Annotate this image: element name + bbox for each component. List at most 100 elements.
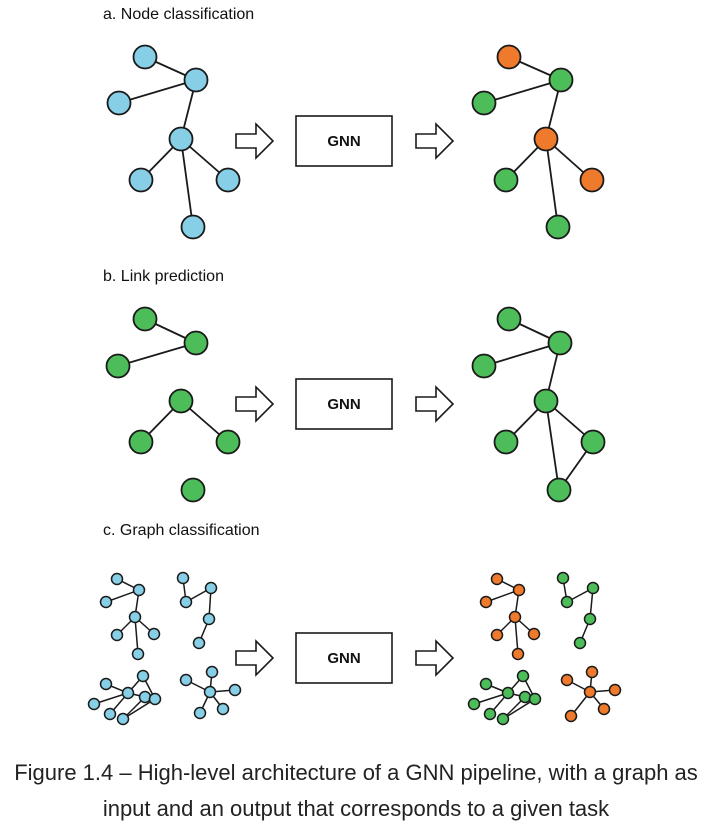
node <box>148 692 162 706</box>
node <box>228 683 242 697</box>
node <box>583 612 597 626</box>
arrow-right-icon <box>235 385 275 423</box>
node <box>518 690 532 704</box>
node <box>136 669 150 683</box>
gnn-label: GNN <box>327 396 360 413</box>
node <box>490 572 504 586</box>
node <box>87 697 101 711</box>
node <box>138 690 152 704</box>
figure-caption: Figure 1.4 – High-level architecture of … <box>0 755 712 827</box>
node <box>204 581 218 595</box>
input-graphs-c <box>87 571 242 726</box>
gnn-label: GNN <box>327 650 360 667</box>
arrow-right-icon <box>415 122 455 160</box>
node <box>179 673 193 687</box>
arrow-right-icon <box>235 122 275 160</box>
node <box>493 167 519 193</box>
node <box>215 429 241 455</box>
node <box>128 429 154 455</box>
node <box>547 330 573 356</box>
node <box>99 595 113 609</box>
node <box>528 692 542 706</box>
section-node-classification: a. Node classification GNN <box>103 6 605 240</box>
node <box>147 627 161 641</box>
node <box>132 306 158 332</box>
node <box>496 306 522 332</box>
output-graph-b <box>471 306 606 503</box>
node <box>116 712 130 726</box>
node <box>103 707 117 721</box>
node <box>546 477 572 503</box>
node <box>533 388 559 414</box>
node <box>105 353 131 379</box>
node <box>579 167 605 193</box>
node <box>527 627 541 641</box>
node <box>132 583 146 597</box>
node <box>479 677 493 691</box>
caption-line-1: Figure 1.4 – High-level architecture of … <box>14 760 698 785</box>
node <box>110 572 124 586</box>
node <box>215 167 241 193</box>
section-title-c: c. Graph classification <box>103 522 260 539</box>
node <box>512 583 526 597</box>
node <box>580 429 606 455</box>
node <box>99 677 113 691</box>
node <box>564 709 578 723</box>
node <box>511 647 525 661</box>
node <box>183 330 209 356</box>
node <box>110 628 124 642</box>
node <box>168 126 194 152</box>
node <box>131 647 145 661</box>
node <box>560 595 574 609</box>
node <box>128 610 142 624</box>
node <box>556 571 570 585</box>
gnn-pipeline-figure: a. Node classification GNN <box>87 6 622 726</box>
node <box>121 686 135 700</box>
input-graph-b <box>105 306 241 503</box>
node <box>128 167 154 193</box>
node <box>548 67 574 93</box>
node <box>216 702 230 716</box>
node <box>180 214 206 240</box>
node <box>106 90 132 116</box>
node <box>597 702 611 716</box>
node <box>496 44 522 70</box>
node <box>608 683 622 697</box>
node <box>493 429 519 455</box>
input-graph-a <box>106 44 241 240</box>
node <box>176 571 190 585</box>
node <box>193 706 207 720</box>
section-title-b: b. Link prediction <box>103 268 224 285</box>
section-graph-classification: c. Graph classification <box>87 522 622 726</box>
node <box>545 214 571 240</box>
section-link-prediction: b. Link prediction GNN <box>103 268 606 503</box>
node <box>483 707 497 721</box>
node <box>585 665 599 679</box>
node <box>202 612 216 626</box>
arrow-right-icon <box>415 639 455 677</box>
arrow-right-icon <box>415 385 455 423</box>
gnn-box <box>295 378 393 430</box>
node <box>471 353 497 379</box>
node <box>490 628 504 642</box>
node <box>508 610 522 624</box>
node <box>180 477 206 503</box>
node <box>496 712 510 726</box>
node <box>467 697 481 711</box>
node <box>573 636 587 650</box>
section-title-a: a. Node classification <box>103 6 254 23</box>
output-graphs-c <box>467 571 622 726</box>
node <box>533 126 559 152</box>
node <box>586 581 600 595</box>
caption-line-2: input and an output that corresponds to … <box>102 796 610 821</box>
node <box>168 388 194 414</box>
node <box>192 636 206 650</box>
node <box>203 685 217 699</box>
node <box>516 669 530 683</box>
node <box>583 685 597 699</box>
node <box>560 673 574 687</box>
output-graph-a <box>471 44 605 240</box>
node <box>479 595 493 609</box>
node <box>183 67 209 93</box>
node <box>205 665 219 679</box>
